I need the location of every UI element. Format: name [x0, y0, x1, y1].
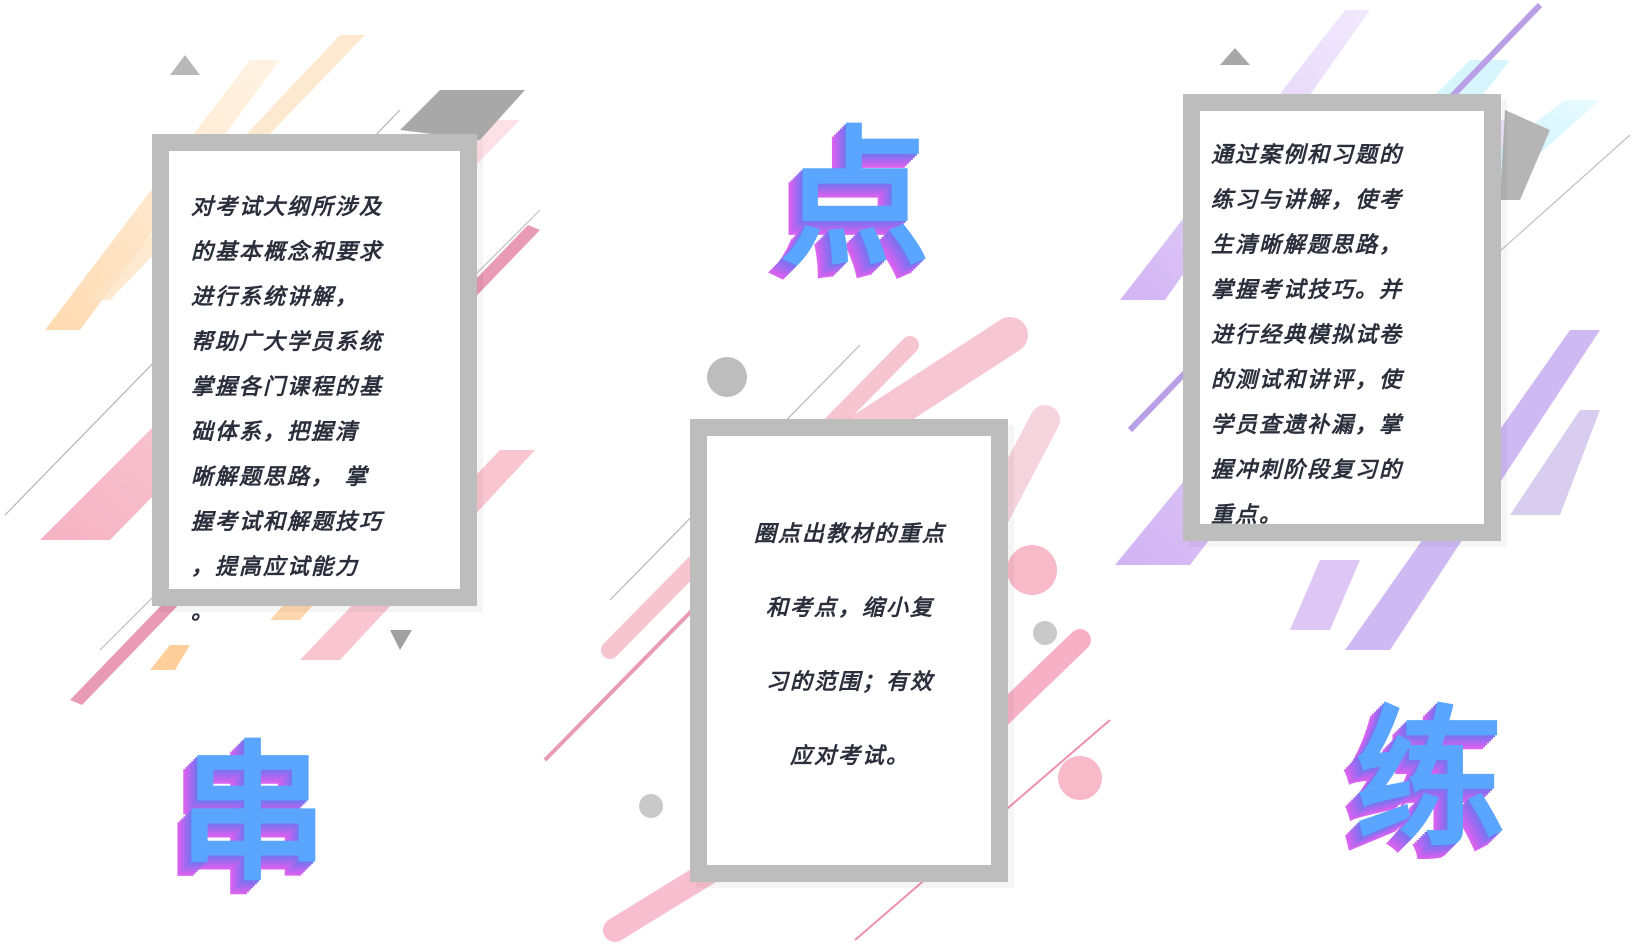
grey-triangle — [170, 55, 200, 75]
grey-wedge — [400, 90, 525, 140]
grey-dot — [639, 794, 663, 818]
orange-stripe — [150, 645, 190, 670]
big-character-chuan: 串 — [178, 728, 329, 902]
big-character-lian: 练 — [1355, 693, 1506, 867]
grey-line — [1489, 134, 1631, 261]
grey-triangle — [390, 630, 412, 650]
content-card-left: 对考试大纲所涉及 的基本概念和要求 进行系统讲解， 帮助广大学员系统 掌握各门课… — [152, 134, 477, 625]
purple-stripe — [1290, 560, 1360, 630]
big-character-dian: 点 — [780, 113, 931, 287]
content-card-middle: 圈点出教材的重点 和考点，缩小复 习的范围；有效 应对考试。 — [690, 419, 1008, 882]
pink-dot — [1058, 756, 1102, 800]
purple-stripe — [1510, 410, 1600, 515]
card-right-text: 通过案例和习题的 练习与讲解，使考 生清晰解题思路， 掌握考试技巧。并 进行经典… — [1211, 143, 1404, 528]
content-card-right: 通过案例和习题的 练习与讲解，使考 生清晰解题思路， 掌握考试技巧。并 进行经典… — [1183, 94, 1501, 541]
grey-triangle — [1220, 48, 1250, 65]
card-left-text: 对考试大纲所涉及 的基本概念和要求 进行系统讲解， 帮助广大学员系统 掌握各门课… — [191, 195, 384, 625]
grey-wedge — [1500, 110, 1550, 200]
grey-dot — [1033, 621, 1057, 645]
pink-dot — [1007, 545, 1057, 595]
grey-dot — [707, 357, 747, 397]
card-middle-text: 圈点出教材的重点 和考点，缩小复 习的范围；有效 应对考试。 — [753, 522, 946, 769]
